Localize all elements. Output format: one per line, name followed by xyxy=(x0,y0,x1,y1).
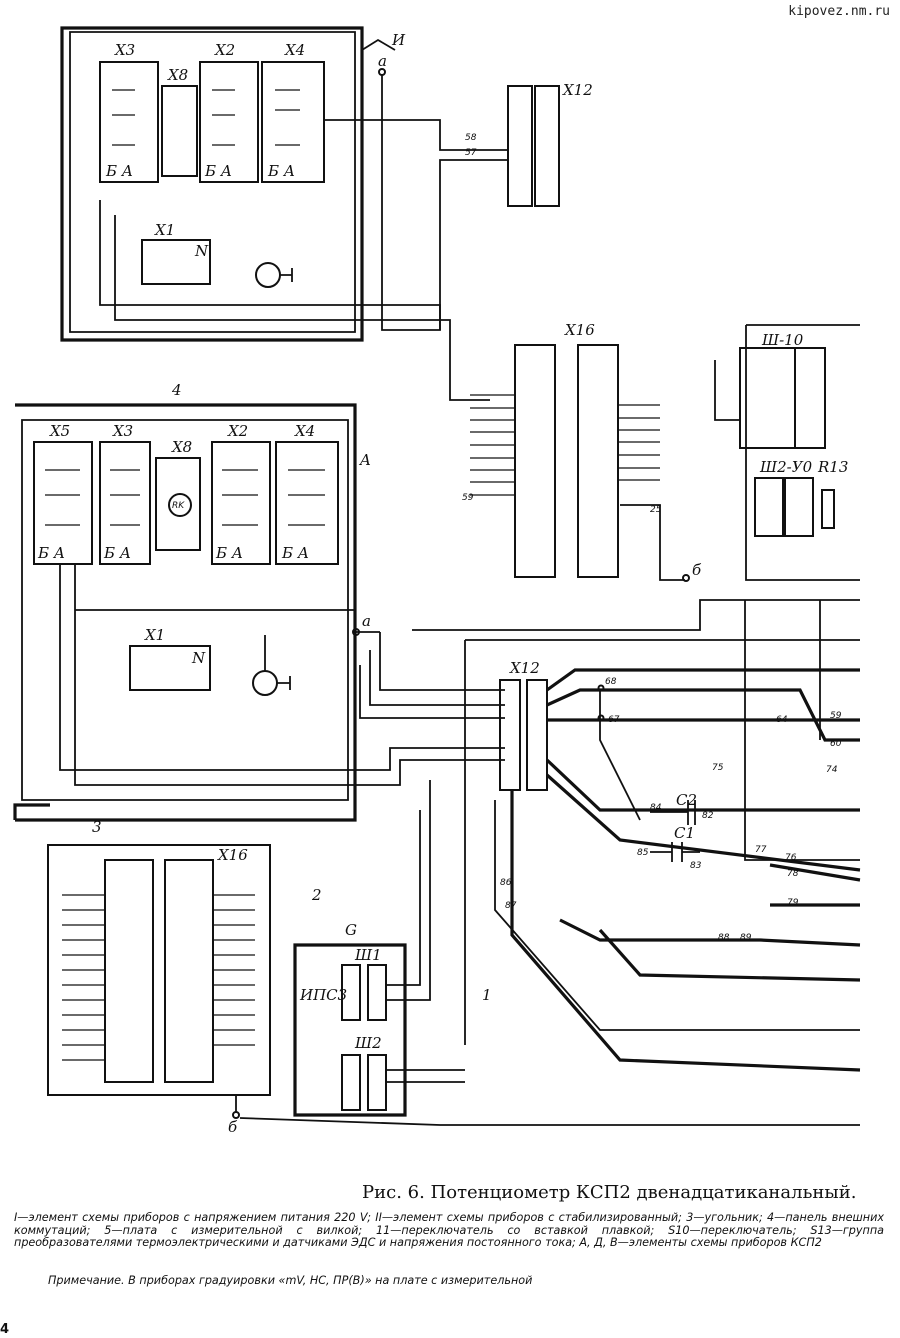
a-top-label: a xyxy=(378,52,387,70)
n-top-label: N xyxy=(194,242,209,260)
w83-label: 83 xyxy=(690,861,702,871)
x8-top-label: X8 xyxy=(167,66,188,84)
x4-panel-label: X4 xyxy=(294,422,315,440)
n2-label: 2 xyxy=(311,886,322,904)
b-right-label: б xyxy=(692,561,702,579)
w89-label: 89 xyxy=(740,933,752,943)
w1-label: Ш1 xyxy=(354,946,382,964)
x12-top-label: X12 xyxy=(562,81,593,99)
x3-panel-label: X3 xyxy=(112,422,133,440)
ba-label-4: Б А xyxy=(37,544,65,562)
x1-panel-label: X1 xyxy=(144,626,165,644)
x5-label: X5 xyxy=(49,422,70,440)
x2-top-label: X2 xyxy=(214,41,235,59)
w86-label: 86 xyxy=(500,878,512,888)
c2-label: C2 xyxy=(676,791,697,809)
a-mid-label: a xyxy=(362,612,371,630)
x12-mid-label: X12 xyxy=(509,659,540,677)
c1-label: C1 xyxy=(674,824,695,842)
ba-label-7: Б А xyxy=(281,544,309,562)
w59b-label: 59 xyxy=(830,711,842,721)
x3-top-label: X3 xyxy=(114,41,135,59)
n1-label: 1 xyxy=(482,986,492,1004)
x8-panel-label: X8 xyxy=(171,438,192,456)
w88-label: 88 xyxy=(718,933,730,943)
x1-top-label: X1 xyxy=(154,221,175,239)
w58-label: 58 xyxy=(465,133,477,143)
page-number: 4 xyxy=(0,1322,10,1337)
caption-title: Рис. 6. Потенциометр КСП2 двенадцатикана… xyxy=(362,1182,857,1203)
ba-label-2: Б А xyxy=(204,162,232,180)
w68-label: 68 xyxy=(605,677,617,687)
w77-label: 77 xyxy=(755,845,767,855)
x16-low-label: X16 xyxy=(217,846,248,864)
ba-label-3: Б А xyxy=(267,162,295,180)
ips3-label: ИПС3 xyxy=(299,986,347,1004)
w87-label: 87 xyxy=(505,901,517,911)
a-panel-label: A xyxy=(358,451,371,469)
w2y0-label: Ш2-У0 xyxy=(759,458,813,476)
w2-label: Ш2 xyxy=(354,1034,382,1052)
ba-label-5: Б А xyxy=(103,544,131,562)
w25-label: 25 xyxy=(650,505,662,515)
w79-label: 79 xyxy=(787,898,799,908)
rk-label: RK xyxy=(172,501,185,511)
ba-label-1: Б А xyxy=(105,162,133,180)
w82-label: 82 xyxy=(702,811,714,821)
caption-note: Примечание. В приборах градуировки «mV, … xyxy=(48,1274,533,1287)
w57-label: 57 xyxy=(465,148,477,158)
w84-label: 84 xyxy=(650,803,662,813)
x4-top-label: X4 xyxy=(284,41,305,59)
w60-label: 60 xyxy=(830,739,842,749)
w78-label: 78 xyxy=(787,869,799,879)
g-label: G xyxy=(345,921,357,939)
ba-label-6: Б А xyxy=(215,544,243,562)
w75-label: 75 xyxy=(712,763,724,773)
i-mark-label: И xyxy=(391,31,406,49)
corner3-label: 3 xyxy=(92,818,102,836)
r13-label: R13 xyxy=(817,458,848,476)
panel4-label: 4 xyxy=(171,381,182,399)
w59-label: 59 xyxy=(462,493,474,503)
w85-label: 85 xyxy=(637,848,649,858)
caption-text: I—элемент схемы приборов с напряжением п… xyxy=(14,1211,884,1249)
wiring-diagram: X3 X8 X2 X4 Б А Б А Б А X1 N И a X12 58 … xyxy=(13,26,861,1136)
n-panel-label: N xyxy=(191,649,206,667)
x16-mid-label: X16 xyxy=(564,321,595,339)
b-bottom-label: б xyxy=(228,1118,238,1136)
w74-label: 74 xyxy=(826,765,838,775)
w64-label: 64 xyxy=(776,715,788,725)
w10-label: Ш-10 xyxy=(761,331,804,349)
w76-label: 76 xyxy=(785,853,797,863)
x2-panel-label: X2 xyxy=(227,422,248,440)
w67-label: 67 xyxy=(608,715,620,725)
watermark: kipovez.nm.ru xyxy=(788,4,890,19)
